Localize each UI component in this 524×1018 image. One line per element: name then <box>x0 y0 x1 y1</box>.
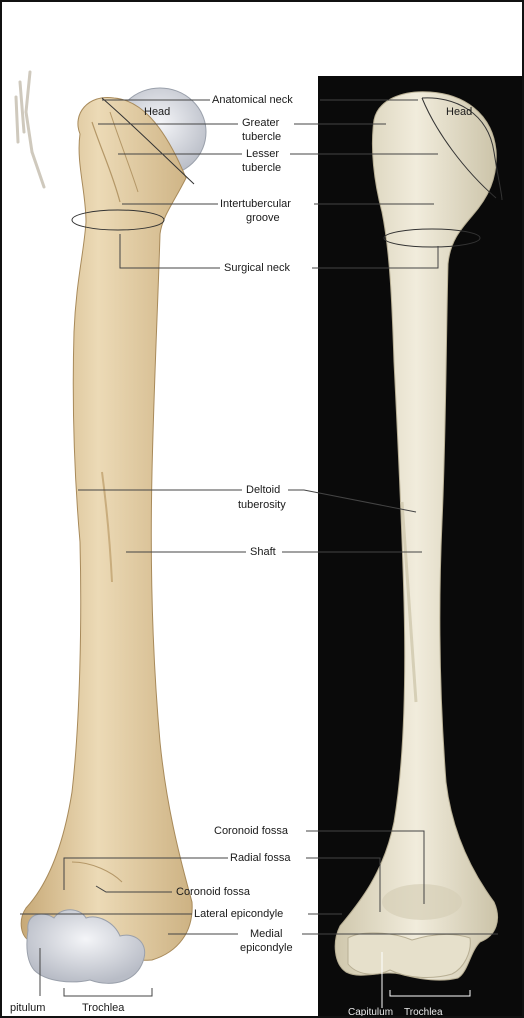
label-shaft: Shaft <box>250 546 276 558</box>
left-humerus <box>21 88 206 983</box>
label-anatomical-neck: Anatomical neck <box>212 94 293 106</box>
label-greater-tubercle-line2: tubercle <box>242 131 281 143</box>
right-humerus <box>335 92 502 980</box>
label-lesser-tubercle-line2: tubercle <box>242 162 281 174</box>
label-deltoid-line1: Deltoid <box>246 484 280 496</box>
label-medial-epicondyle-line1: Medial <box>250 928 282 940</box>
skeleton-thumbnail <box>16 72 44 187</box>
label-trochlea-left: Trochlea <box>82 1002 124 1014</box>
label-head-left: Head <box>144 106 170 118</box>
label-deltoid-line2: tuberosity <box>238 499 286 511</box>
label-radial-fossa: Radial fossa <box>230 852 291 864</box>
label-greater-tubercle-line1: Greater <box>242 117 279 129</box>
label-intertubercular-line1: Intertubercular <box>220 198 291 210</box>
label-intertubercular-line2: groove <box>246 212 280 224</box>
label-lateral-epicondyle: Lateral epicondyle <box>194 908 283 920</box>
label-medial-epicondyle-line2: epicondyle <box>240 942 293 954</box>
label-coronoid-fossa-right: Coronoid fossa <box>214 825 288 837</box>
label-lesser-tubercle-line1: Lesser <box>246 148 279 160</box>
label-coronoid-fossa-left: Coronoid fossa <box>176 886 250 898</box>
label-head-right: Head <box>446 106 472 118</box>
label-capitulum-right: Capitulum <box>348 1007 393 1018</box>
label-trochlea-right: Trochlea <box>404 1007 443 1018</box>
label-capitulum-left: pitulum <box>10 1002 45 1014</box>
label-surgical-neck: Surgical neck <box>224 262 290 274</box>
